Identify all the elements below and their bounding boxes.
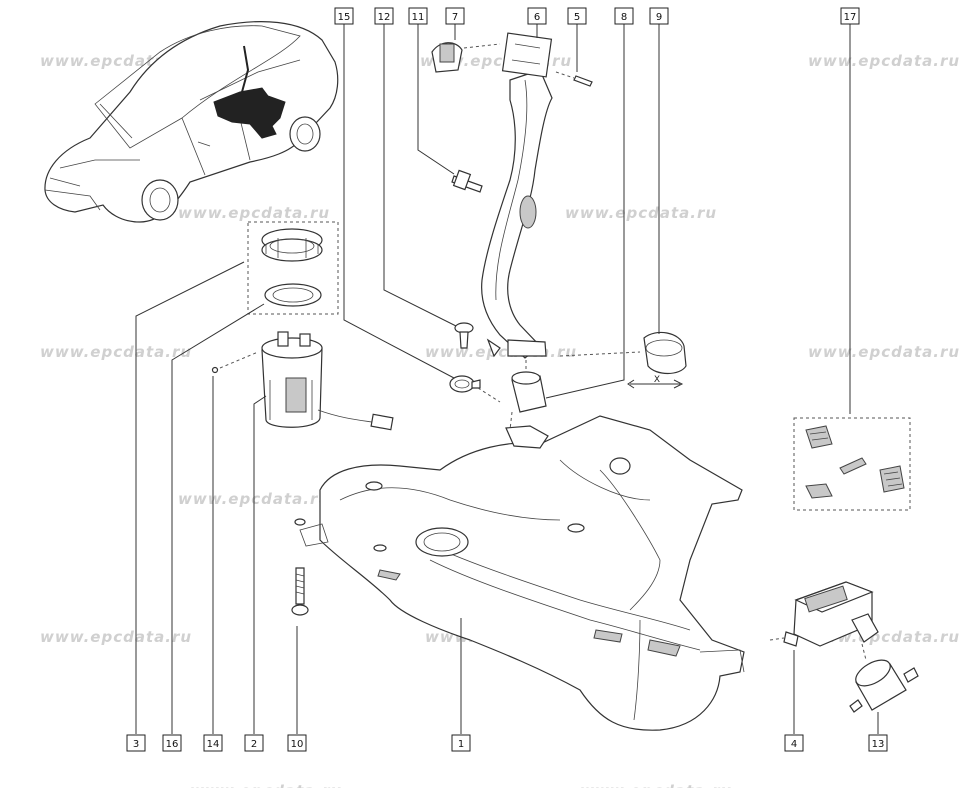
svg-text:6: 6	[534, 12, 540, 23]
hose-clamp-15	[449, 375, 501, 403]
svg-text:1: 1	[458, 739, 464, 750]
svg-text:17: 17	[844, 12, 857, 23]
watermark-text: www.epcdata.ru	[808, 343, 960, 361]
svg-text:7: 7	[452, 12, 458, 23]
pump-nut	[211, 351, 259, 374]
svg-text:13: 13	[872, 739, 885, 750]
callout-6[interactable]: 6	[527, 7, 547, 25]
callout-13[interactable]: 13	[868, 734, 888, 752]
callout-7[interactable]: 7	[445, 7, 465, 25]
svg-text:10: 10	[291, 739, 304, 750]
watermark-text: www.epcdata.ru	[425, 343, 577, 361]
watermark-text: www.epcdata.ru	[178, 204, 330, 222]
svg-text:8: 8	[621, 12, 627, 23]
callout-8[interactable]: 8	[614, 7, 634, 25]
watermark-text: www.epcdata.ru	[190, 782, 342, 788]
fuel-filter	[849, 643, 919, 713]
inlet-hose	[509, 360, 547, 431]
cap-bracket	[431, 42, 501, 73]
watermark-text: www.epcdata.ru	[580, 782, 732, 788]
callout-1[interactable]: 1	[451, 734, 471, 752]
watermark-text: www.epcdata.ru	[808, 52, 960, 70]
callout-11[interactable]: 11	[408, 7, 428, 25]
callout-2[interactable]: 2	[244, 734, 264, 752]
clip-kit	[805, 425, 905, 499]
clip-12	[454, 322, 474, 349]
fuel-tank	[299, 415, 745, 731]
fuel-pump-module	[261, 331, 394, 431]
svg-text:3: 3	[133, 739, 139, 750]
leader-lines	[135, 24, 879, 734]
callout-5[interactable]: 5	[567, 7, 587, 25]
filler-neck	[481, 32, 553, 359]
callout-14[interactable]: 14	[203, 734, 223, 752]
watermark-text: www.epcdata.ru	[40, 628, 192, 646]
lock-ring-group-box	[247, 221, 339, 315]
svg-text:2: 2	[251, 739, 257, 750]
callout-10[interactable]: 10	[287, 734, 307, 752]
tank-seal	[264, 283, 322, 307]
svg-text:14: 14	[207, 739, 220, 750]
watermark-text: www.epcdata.ru	[40, 343, 192, 361]
bolt-11	[451, 169, 483, 193]
svg-text:11: 11	[412, 12, 425, 23]
svg-text:16: 16	[166, 739, 179, 750]
vehicle-illustration	[44, 21, 339, 223]
callout-9[interactable]: 9	[649, 7, 669, 25]
callout-16[interactable]: 16	[162, 734, 182, 752]
callout-12[interactable]: 12	[374, 7, 394, 25]
lock-ring	[261, 228, 323, 262]
charcoal-canister	[769, 581, 879, 647]
svg-text:12: 12	[378, 12, 391, 23]
tank-bolt	[291, 518, 309, 616]
svg-text:15: 15	[338, 12, 351, 23]
callout-15[interactable]: 15	[334, 7, 354, 25]
callout-4[interactable]: 4	[784, 734, 804, 752]
callout-3[interactable]: 3	[126, 734, 146, 752]
callout-17[interactable]: 17	[840, 7, 860, 25]
clip-kit-box	[793, 417, 911, 511]
hose-clamp-9: X	[559, 331, 687, 389]
svg-text:9: 9	[656, 12, 662, 23]
svg-text:5: 5	[574, 12, 580, 23]
dimension-label: X	[654, 375, 660, 385]
callouts: 15 12 11 7 6 5 8 9 17 3 16 14 2 10 1 4 1…	[126, 7, 888, 752]
svg-text:4: 4	[791, 739, 797, 750]
watermark-text: www.epcdata.ru	[565, 204, 717, 222]
small-screw	[555, 71, 593, 87]
